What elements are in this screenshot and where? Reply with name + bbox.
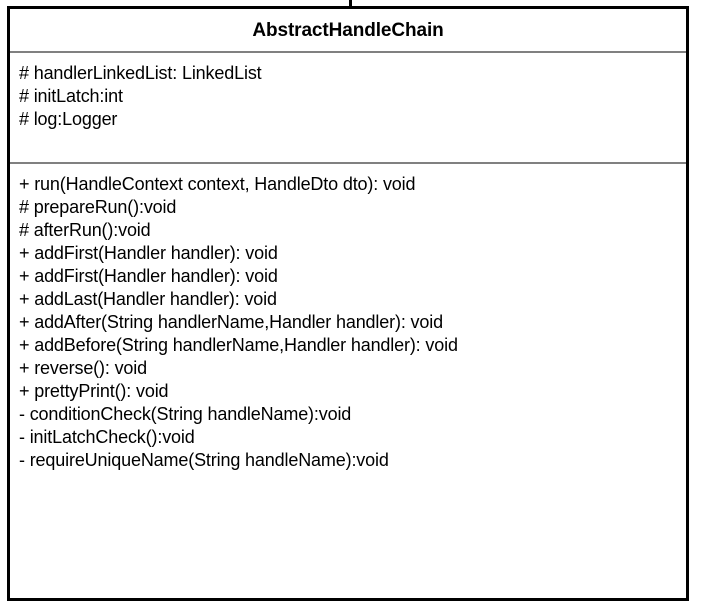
- class-operation-line: # prepareRun():void: [19, 197, 177, 217]
- class-name-compartment: AbstractHandleChain: [10, 9, 686, 53]
- class-attribute-line: # handlerLinkedList: LinkedList: [19, 63, 262, 83]
- class-operation-line: + run(HandleContext context, HandleDto d…: [19, 174, 416, 194]
- class-operation-line: + addFirst(Handler handler): void: [19, 266, 278, 286]
- generalization-connector-stub: [349, 0, 352, 8]
- class-operation-line: + addAfter(String handlerName,Handler ha…: [19, 312, 443, 332]
- class-operation-line: + reverse(): void: [19, 358, 147, 378]
- class-operation-line: + addFirst(Handler handler): void: [19, 243, 278, 263]
- class-operation-line: - requireUniqueName(String handleName):v…: [19, 450, 389, 470]
- class-operation-line: + addBefore(String handlerName,Handler h…: [19, 335, 458, 355]
- class-operation-line: - initLatchCheck():void: [19, 427, 195, 447]
- class-operation-line: # afterRun():void: [19, 220, 151, 240]
- class-operations-compartment: + run(HandleContext context, HandleDto d…: [10, 164, 686, 598]
- uml-class-box[interactable]: AbstractHandleChain # handlerLinkedList:…: [7, 6, 689, 601]
- class-attribute-line: # initLatch:int: [19, 86, 123, 106]
- class-operation-line: + prettyPrint(): void: [19, 381, 169, 401]
- class-operation-line: + addLast(Handler handler): void: [19, 289, 277, 309]
- class-attribute-line: # log:Logger: [19, 109, 118, 129]
- class-operation-line: - conditionCheck(String handleName):void: [19, 404, 352, 424]
- class-name: AbstractHandleChain: [252, 19, 444, 41]
- class-attributes-compartment: # handlerLinkedList: LinkedList # initLat…: [10, 53, 686, 164]
